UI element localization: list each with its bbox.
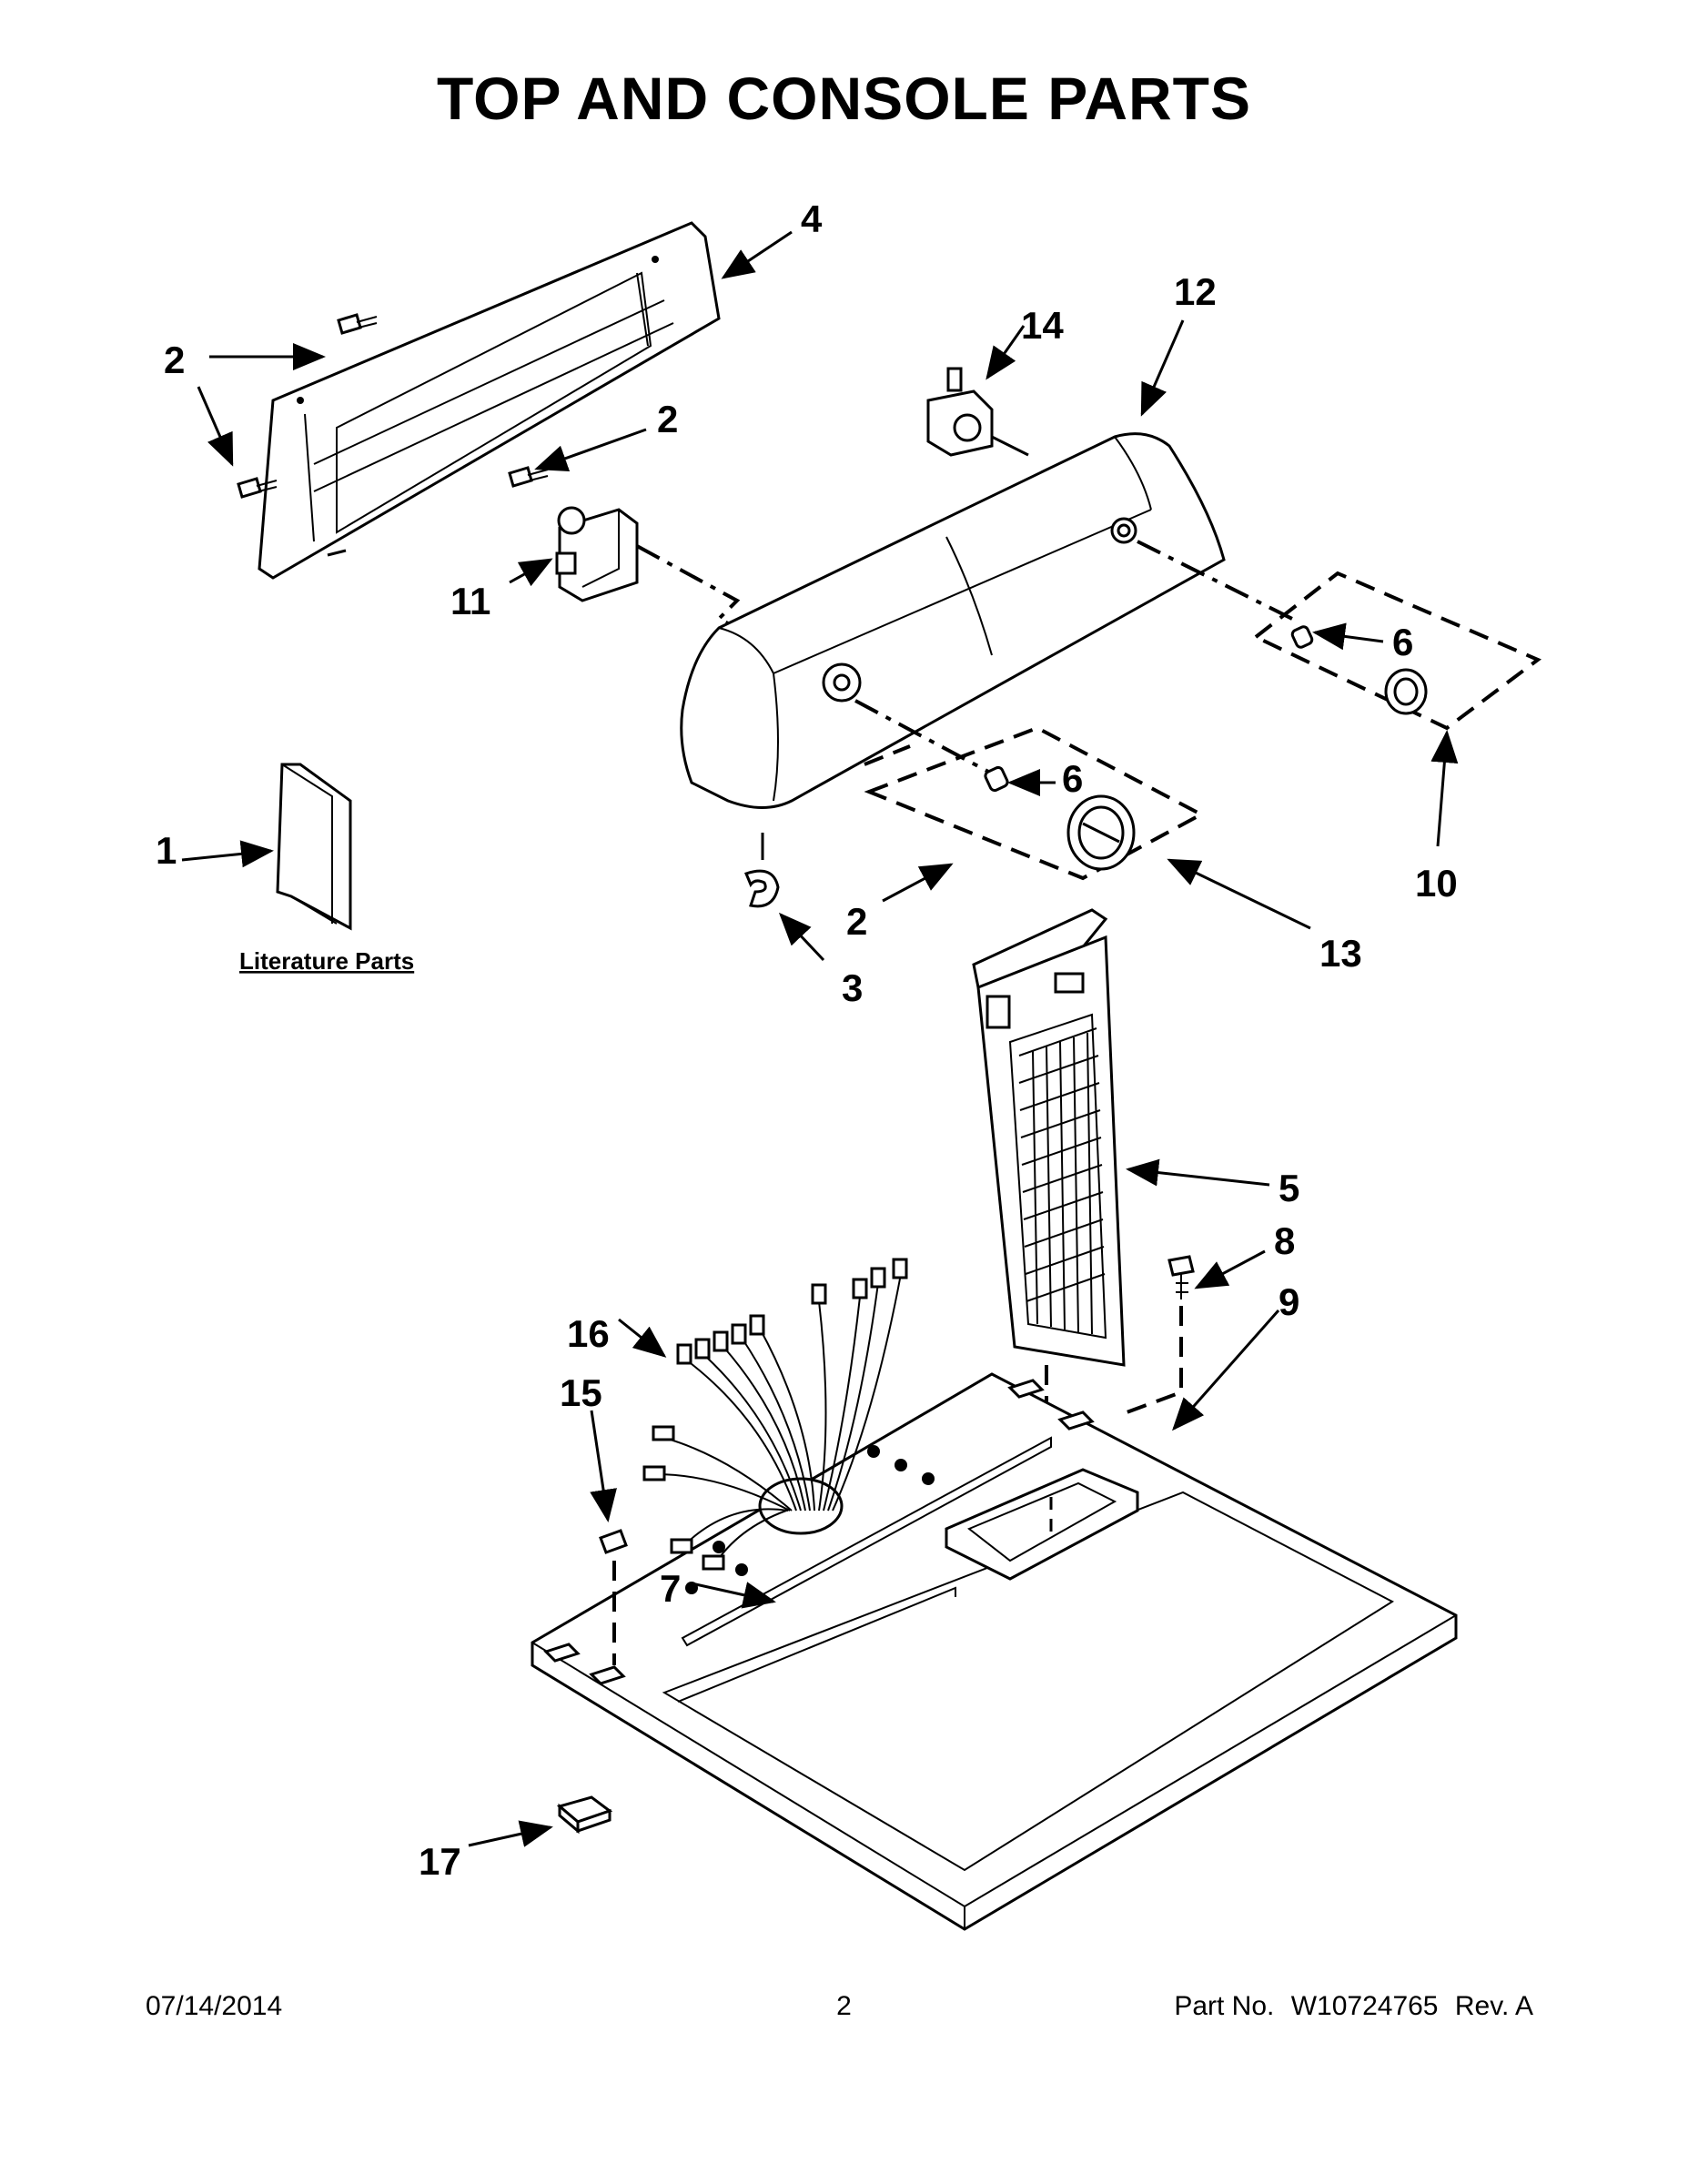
footer-part-number: Part No. W10724765 Rev. A xyxy=(1165,1991,1533,2022)
footer-page-number: 2 xyxy=(836,1991,852,2021)
console-leader-dash xyxy=(864,744,911,766)
callout-5: 5 xyxy=(1279,1167,1299,1209)
callout-15: 15 xyxy=(560,1371,602,1414)
connector-block-drawing xyxy=(926,367,1029,457)
callout-12: 12 xyxy=(1174,270,1217,313)
footer-part-label: Part No. xyxy=(1174,1991,1275,2021)
footer-revision: Rev. A xyxy=(1454,1991,1533,2021)
wire-harness-drawing xyxy=(642,1258,908,1571)
panel-screws-drawing xyxy=(237,313,549,499)
callout-16: 16 xyxy=(567,1312,610,1355)
callout-6-right: 6 xyxy=(1392,621,1413,663)
dryer-top-drawing xyxy=(531,1372,1458,1931)
console-clip-drawing xyxy=(743,833,780,908)
knob-axis-line-right xyxy=(1137,540,1293,621)
callout-4: 4 xyxy=(801,197,823,240)
callout-8: 8 xyxy=(1274,1219,1295,1262)
knob-kit-left-drawing xyxy=(864,725,1206,881)
rear-console-panel-drawing xyxy=(258,221,721,580)
footer-date: 07/14/2014 xyxy=(146,1991,283,2021)
callout-11: 11 xyxy=(450,580,490,622)
callout-6-left: 6 xyxy=(1062,757,1083,800)
switch-drawing xyxy=(555,506,747,634)
footer-part-value: W10724765 xyxy=(1290,1991,1439,2021)
knob-kit-right-drawing xyxy=(1252,571,1541,731)
callout-13: 13 xyxy=(1319,932,1362,975)
callout-2-middle: 2 xyxy=(657,398,678,440)
callout-3: 3 xyxy=(842,966,863,1009)
part-17-drawing xyxy=(556,1795,613,1835)
literature-drawing xyxy=(276,763,352,931)
lint-screen-drawing xyxy=(972,908,1126,1415)
callout-14: 14 xyxy=(1021,304,1064,347)
page-title: TOP AND CONSOLE PARTS xyxy=(437,65,1251,132)
callout-2-upper-left: 2 xyxy=(164,339,185,381)
literature-parts-label: Literature Parts xyxy=(239,947,414,975)
callout-17: 17 xyxy=(419,1840,461,1883)
screw-8-drawing xyxy=(1118,1255,1195,1417)
clip-15-drawing xyxy=(599,1529,628,1665)
callout-2-lower: 2 xyxy=(846,900,867,943)
callout-1: 1 xyxy=(156,829,177,872)
callout-9: 9 xyxy=(1279,1280,1299,1323)
callout-10: 10 xyxy=(1415,862,1458,905)
callout-7: 7 xyxy=(660,1567,681,1610)
leader-arrows xyxy=(181,230,1459,1847)
console-drawing xyxy=(680,432,1226,809)
